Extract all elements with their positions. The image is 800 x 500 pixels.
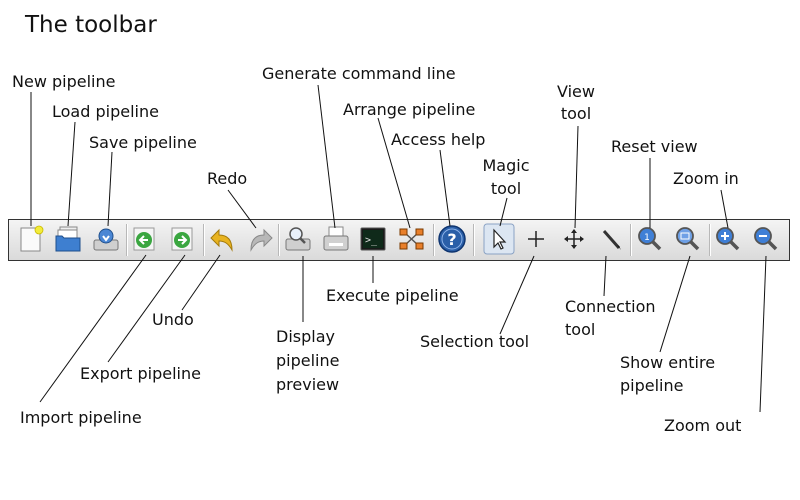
show-entire-pipeline-button[interactable] — [673, 224, 703, 254]
import-pipeline-button[interactable] — [130, 224, 160, 254]
label-connection-tool-line1: Connection — [565, 297, 656, 316]
label-zoom-out: Zoom out — [664, 416, 742, 435]
svg-text:1: 1 — [644, 233, 650, 243]
label-arrange-pipeline: Arrange pipeline — [343, 100, 476, 119]
toolbar-separator — [473, 224, 475, 256]
redo-button[interactable] — [245, 224, 275, 254]
zoom-in-button[interactable] — [713, 224, 743, 254]
export-pipeline-button[interactable] — [168, 224, 198, 254]
selection-tool-icon — [483, 223, 515, 255]
toolbar-separator — [278, 224, 280, 256]
toolbar-separator — [630, 224, 632, 256]
label-display-preview-line3: preview — [276, 375, 340, 394]
export-pipeline-icon — [171, 227, 193, 251]
reset-view-icon: 1 — [638, 227, 662, 251]
help-icon: ? — [438, 225, 466, 253]
label-load-pipeline: Load pipeline — [52, 102, 159, 121]
display-preview-icon — [285, 227, 311, 251]
label-import-pipeline: Import pipeline — [20, 408, 142, 427]
magic-tool-button[interactable] — [521, 224, 551, 254]
diagram-title: The toolbar — [25, 12, 157, 38]
label-display-preview-line2: pipeline — [276, 351, 340, 370]
reset-view-button[interactable]: 1 — [635, 224, 665, 254]
label-show-entire-line1: Show entire — [620, 353, 716, 372]
label-access-help: Access help — [391, 130, 486, 149]
view-tool-button[interactable] — [559, 224, 589, 254]
save-pipeline-button[interactable] — [91, 224, 121, 254]
show-entire-pipeline-icon — [676, 227, 700, 251]
toolbar-separator — [709, 224, 711, 256]
label-execute-pipeline: Execute pipeline — [326, 286, 459, 305]
display-preview-button[interactable] — [283, 224, 313, 254]
label-magic-tool-line2: tool — [490, 179, 522, 198]
label-redo: Redo — [207, 169, 248, 188]
label-export-pipeline: Export pipeline — [80, 364, 201, 383]
magic-tool-icon — [528, 231, 544, 247]
toolbar-separator — [203, 224, 205, 256]
toolbar-separator — [433, 224, 435, 256]
label-view-tool-line1: View — [557, 82, 595, 101]
load-pipeline-icon — [55, 226, 81, 252]
connection-tool-button[interactable] — [597, 224, 627, 254]
redo-icon — [250, 228, 273, 252]
label-magic-tool-line1: Magic — [482, 156, 530, 175]
selection-tool-button[interactable] — [483, 223, 515, 255]
undo-icon — [210, 228, 233, 252]
label-zoom-in: Zoom in — [673, 169, 739, 188]
generate-command-line-icon — [323, 226, 349, 251]
label-show-entire-line2: pipeline — [620, 376, 684, 395]
zoom-in-icon — [716, 227, 740, 251]
svg-text:?: ? — [447, 230, 456, 249]
new-pipeline-button[interactable] — [16, 224, 46, 254]
execute-pipeline-button[interactable]: >_ — [358, 224, 388, 254]
generate-command-line-button[interactable] — [321, 224, 351, 254]
label-generate-command-line: Generate command line — [262, 64, 456, 83]
new-pipeline-icon — [20, 225, 44, 252]
label-reset-view: Reset view — [611, 137, 698, 156]
zoom-out-icon — [754, 227, 778, 251]
undo-button[interactable] — [208, 224, 238, 254]
label-undo: Undo — [152, 310, 194, 329]
svg-text:>_: >_ — [365, 235, 378, 246]
zoom-out-button[interactable] — [751, 224, 781, 254]
connection-tool-icon — [602, 230, 621, 250]
label-view-tool-line2: tool — [560, 104, 592, 123]
help-button[interactable]: ? — [437, 224, 467, 254]
label-display-preview-line1: Display — [276, 327, 335, 346]
toolbar-separator — [126, 224, 128, 256]
load-pipeline-button[interactable] — [53, 224, 83, 254]
view-tool-icon — [564, 229, 584, 249]
arrange-pipeline-icon — [399, 228, 424, 250]
label-connection-tool-line2: tool — [565, 320, 596, 339]
label-save-pipeline: Save pipeline — [89, 133, 197, 152]
import-pipeline-icon — [133, 227, 155, 251]
save-pipeline-icon — [93, 228, 119, 251]
execute-pipeline-icon: >_ — [360, 227, 386, 251]
label-new-pipeline: New pipeline — [12, 72, 116, 91]
label-selection-tool: Selection tool — [420, 332, 530, 351]
arrange-pipeline-button[interactable] — [397, 224, 427, 254]
